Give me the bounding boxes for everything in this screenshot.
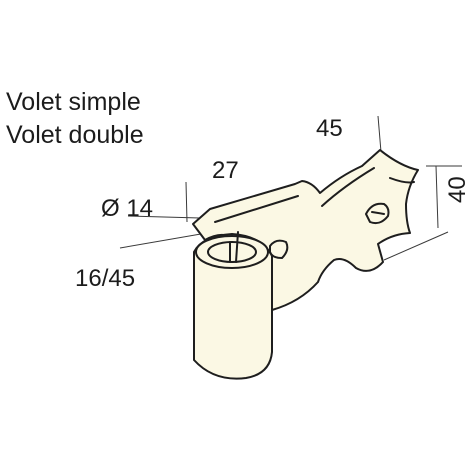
dimension-line-40 — [435, 165, 439, 229]
dimension-45-label: 45 — [316, 115, 343, 142]
screw-hole-upper-slot — [371, 211, 385, 215]
strap-edge-line — [214, 167, 415, 223]
dimension-diameter-label: Ø 14 — [101, 195, 153, 222]
barrel-inner-bore — [207, 241, 257, 263]
title-volet-double: Volet double — [6, 121, 144, 149]
dimension-lines — [119, 115, 462, 261]
hinge-strap-body — [192, 149, 419, 311]
dimension-40-label: 40 — [444, 176, 470, 203]
extension-line-27 — [185, 181, 188, 223]
extension-line-40-bottom — [383, 231, 449, 261]
dimension-27-label: 27 — [212, 157, 239, 184]
barrel-pin — [229, 231, 239, 263]
title-volet-simple: Volet simple — [6, 88, 141, 116]
leader-line-diameter — [127, 215, 201, 219]
dimension-16-45-label: 16/45 — [75, 265, 135, 292]
hinge-barrel — [193, 233, 273, 380]
